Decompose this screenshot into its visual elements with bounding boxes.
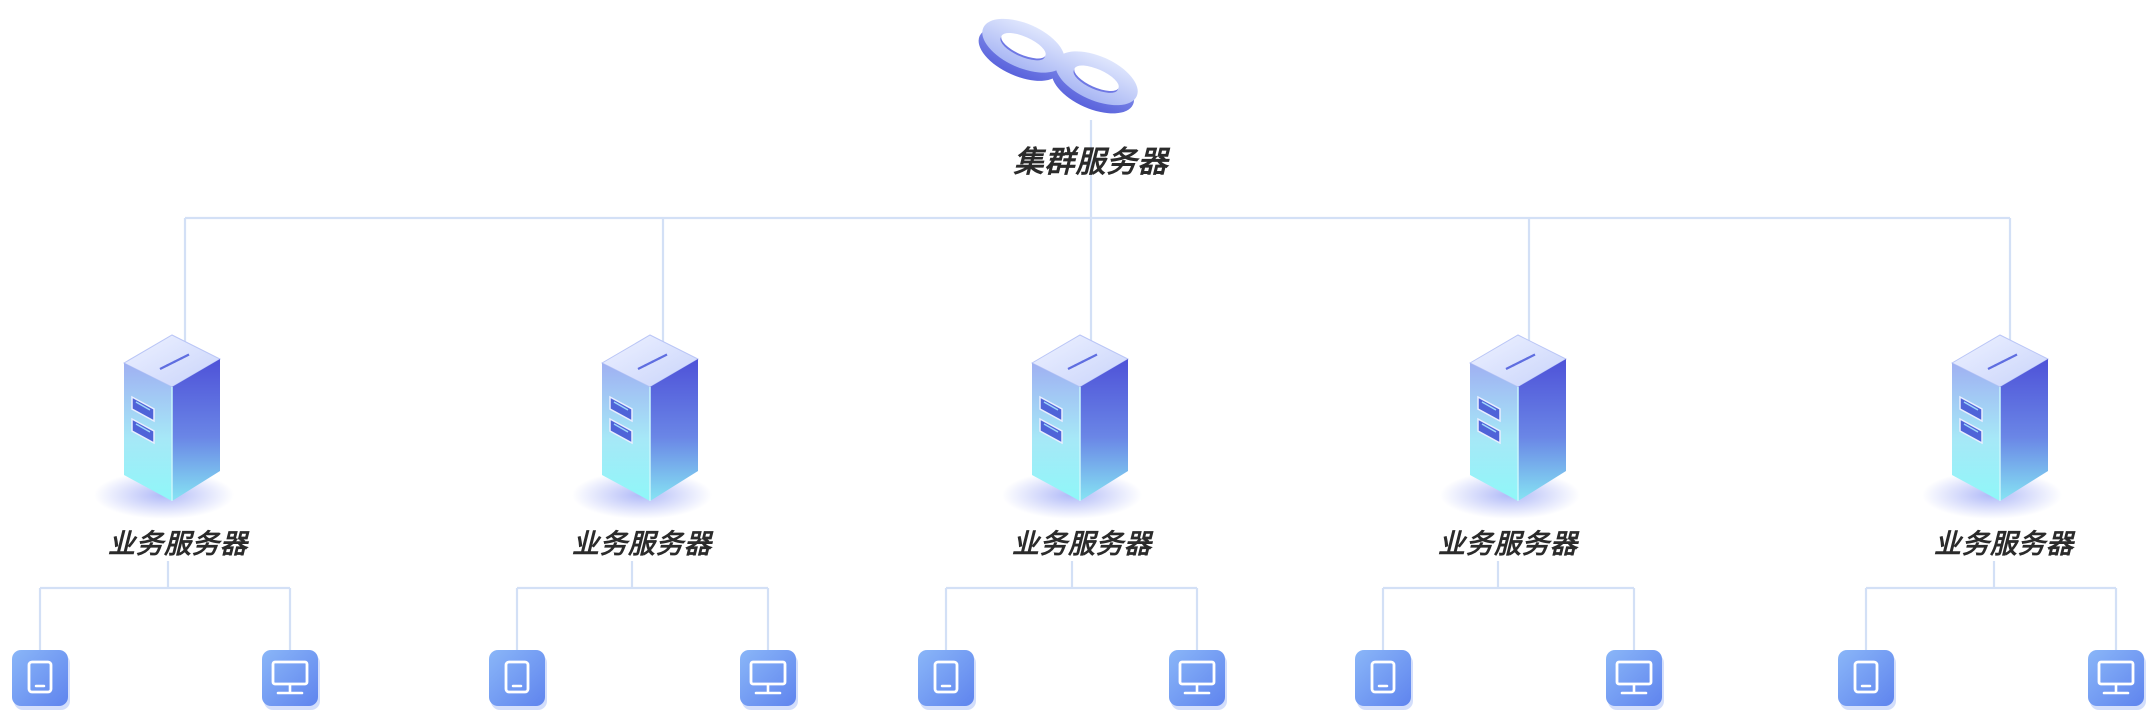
server-tower-icon bbox=[572, 334, 712, 519]
desktop-monitor-icon[interactable] bbox=[740, 650, 798, 710]
business-server-label: 业务服务器 bbox=[572, 529, 714, 560]
tablet-icon[interactable] bbox=[489, 650, 547, 710]
tablet-icon[interactable] bbox=[918, 650, 976, 710]
cluster-server-label: 集群服务器 bbox=[1013, 145, 1171, 180]
desktop-monitor-icon[interactable] bbox=[2088, 650, 2146, 710]
server-tower-icon bbox=[1440, 334, 1580, 519]
business-server-node: 业务服务器 bbox=[489, 334, 798, 710]
connector-lines bbox=[38, 120, 2118, 650]
business-server-label: 业务服务器 bbox=[1012, 529, 1154, 560]
business-server-node: 业务服务器 bbox=[918, 334, 1227, 710]
business-server-node: 业务服务器 bbox=[12, 334, 320, 710]
desktop-monitor-icon[interactable] bbox=[1606, 650, 1664, 710]
tablet-icon[interactable] bbox=[1838, 650, 1896, 710]
cluster-server-node: 集群服务器 bbox=[978, 18, 1171, 180]
infinity-cluster-icon bbox=[978, 18, 1138, 114]
desktop-monitor-icon[interactable] bbox=[262, 650, 320, 710]
business-server-label: 业务服务器 bbox=[108, 529, 250, 560]
desktop-monitor-icon[interactable] bbox=[1169, 650, 1227, 710]
business-server-node: 业务服务器 bbox=[1355, 334, 1664, 710]
tablet-icon[interactable] bbox=[12, 650, 70, 710]
business-server-label: 业务服务器 bbox=[1934, 529, 2076, 560]
business-server-label: 业务服务器 bbox=[1438, 529, 1580, 560]
tablet-icon[interactable] bbox=[1355, 650, 1413, 710]
server-tower-icon bbox=[94, 334, 234, 519]
business-server-node: 业务服务器 bbox=[1838, 334, 2146, 710]
server-tower-icon bbox=[1002, 334, 1142, 519]
server-tower-icon bbox=[1922, 334, 2062, 519]
